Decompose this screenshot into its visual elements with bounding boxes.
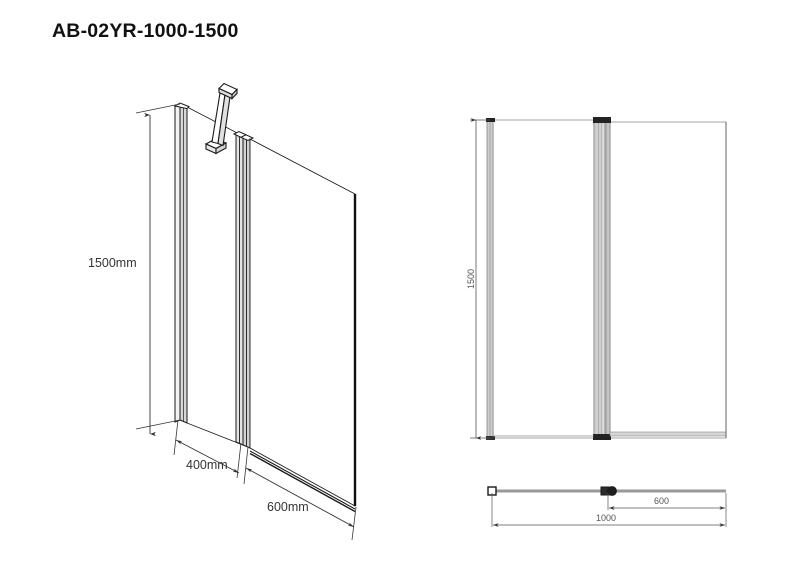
iso-panel-a-dimension: 400mm (173, 419, 242, 479)
plan-view: 600 1000 (487, 486, 727, 527)
elev-height-dimension: 1500 (466, 118, 482, 440)
isometric-view: 1500mm 400mm 600mm (88, 82, 357, 541)
elev-bottom-seal (609, 431, 727, 437)
iso-top-extension-line (135, 103, 181, 114)
plan-overall-dimension-label: 1000 (596, 513, 616, 523)
elev-movable-glass (609, 121, 727, 439)
iso-wall-profile (173, 102, 190, 424)
iso-panel-b-dimension-label: 600mm (267, 500, 309, 514)
iso-fixed-panel (186, 106, 244, 446)
elev-wall-bottom-cap (486, 436, 495, 440)
elev-hinge-profile (593, 117, 611, 440)
front-elevation-view: 1500 (466, 117, 727, 440)
iso-handle-rail (204, 82, 238, 155)
plan-overall-dimension: 1000 (493, 513, 725, 527)
iso-movable-glass (249, 138, 356, 507)
page-title: AB-02YR-1000-1500 (52, 20, 239, 42)
iso-height-dimension-label: 1500mm (88, 256, 137, 270)
elev-hinge-bottom-block (593, 434, 611, 440)
iso-hinge-profile (232, 131, 255, 449)
iso-movable-panel (249, 138, 357, 513)
elev-height-dimension-label: 1500 (466, 269, 476, 289)
plan-partial-dimension: 600 (609, 496, 725, 510)
elev-wall-top-cap (486, 118, 495, 122)
iso-height-dimension: 1500mm (88, 112, 156, 437)
elev-fixed-glass (492, 119, 595, 439)
plan-pivot-point (607, 486, 617, 496)
iso-panel-b-dimension: 600mm (243, 446, 357, 541)
iso-panel-a-dimension-label: 400mm (186, 458, 228, 472)
iso-bottom-extension-line (135, 419, 181, 430)
elev-hinge-top-block (593, 117, 611, 123)
iso-fixed-glass (186, 106, 244, 446)
plan-partial-dimension-label: 600 (654, 496, 669, 506)
